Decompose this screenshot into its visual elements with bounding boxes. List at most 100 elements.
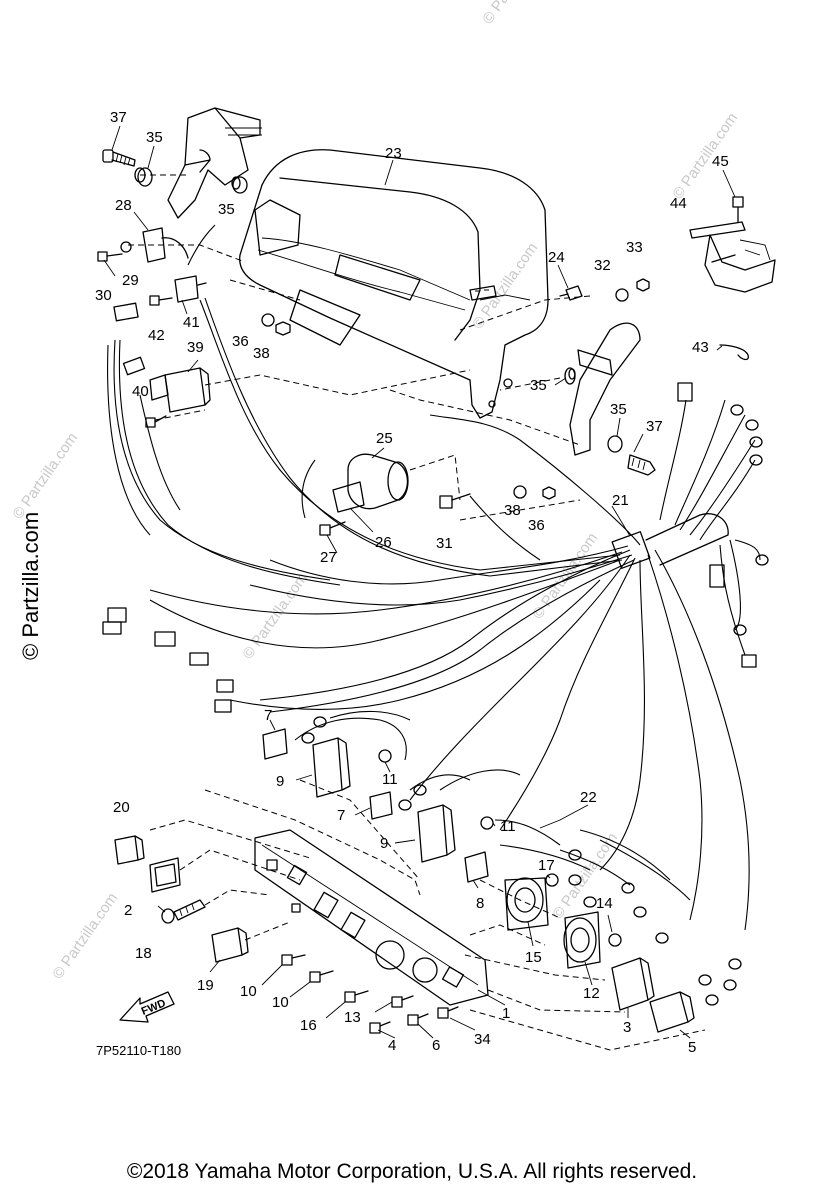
callout-15: 15 bbox=[525, 949, 542, 966]
connector-icon bbox=[659, 382, 761, 668]
ground-bolt-icon bbox=[319, 485, 556, 536]
forward-label: FWD bbox=[140, 997, 168, 1018]
circuit-breaker-part-8 bbox=[464, 851, 489, 883]
harness-sleeve bbox=[611, 531, 651, 569]
outlet-part-12 bbox=[563, 911, 601, 969]
callout-5: 5 bbox=[688, 1039, 696, 1056]
callout-2: 2 bbox=[124, 902, 132, 919]
callout-23: 23 bbox=[385, 145, 402, 162]
receptacle-part-9 bbox=[312, 737, 456, 863]
module-part-5 bbox=[649, 991, 695, 1033]
callout-34: 34 bbox=[474, 1031, 491, 1048]
forward-arrow-icon: FWD bbox=[119, 991, 175, 1023]
callout-14: 14 bbox=[596, 895, 613, 912]
connector-icon bbox=[113, 302, 146, 376]
callout-8: 8 bbox=[476, 895, 484, 912]
watermark-text: © Partzilla.com bbox=[9, 430, 81, 523]
cable-part-18 bbox=[161, 899, 206, 924]
right-mount-bracket bbox=[564, 322, 656, 476]
callout-4: 4 bbox=[388, 1037, 396, 1054]
meter-part-2 bbox=[149, 857, 181, 893]
callout-7: 7 bbox=[264, 707, 272, 724]
callout-36: 36 bbox=[232, 333, 249, 350]
grommet-icon bbox=[134, 167, 248, 194]
callout-24: 24 bbox=[548, 249, 565, 266]
callout-38: 38 bbox=[253, 345, 270, 362]
callout-9: 9 bbox=[380, 835, 388, 852]
callout-3: 3 bbox=[623, 1019, 631, 1036]
callout-31: 31 bbox=[436, 535, 453, 552]
callout-42: 42 bbox=[148, 327, 165, 344]
callout-27: 27 bbox=[320, 549, 337, 566]
copyright-notice: ©2018 Yamaha Motor Corporation, U.S.A. A… bbox=[126, 1160, 698, 1183]
terminal-ring-icon bbox=[301, 716, 742, 1006]
callout-18: 18 bbox=[135, 945, 152, 962]
callout-22: 22 bbox=[580, 789, 597, 806]
callout-37: 37 bbox=[646, 418, 663, 435]
callout-17: 17 bbox=[538, 857, 555, 874]
callout-39: 39 bbox=[187, 339, 204, 356]
outlet-part-15 bbox=[504, 877, 549, 931]
watermark-text: © Partzilla.com bbox=[239, 570, 311, 663]
clip-part-43 bbox=[719, 344, 749, 361]
relay-part-41 bbox=[174, 275, 207, 303]
callout-41: 41 bbox=[183, 314, 200, 331]
leader-lines bbox=[103, 125, 736, 1039]
callout-29: 29 bbox=[122, 272, 139, 289]
screw-icon bbox=[97, 241, 173, 428]
switch-wires bbox=[294, 710, 691, 901]
diagram-code: 7P52110-T180 bbox=[96, 1043, 181, 1058]
callout-40: 40 bbox=[132, 383, 149, 400]
callout-45: 45 bbox=[712, 153, 729, 170]
callout-labels: 37 35 35 23 45 44 28 29 30 42 41 36 38 3… bbox=[95, 109, 729, 1056]
callout-33: 33 bbox=[626, 239, 643, 256]
callout-25: 25 bbox=[376, 430, 393, 447]
clip-part-28 bbox=[142, 227, 189, 263]
bracket-part-23 bbox=[239, 149, 549, 419]
nut-icon bbox=[261, 313, 291, 336]
relay-part-39 bbox=[149, 367, 211, 413]
callout-10: 10 bbox=[240, 983, 257, 1000]
watermark-text: © Partzilla.com bbox=[479, 0, 551, 27]
side-watermark: © Partzilla.com bbox=[18, 512, 43, 660]
switch-part-19 bbox=[211, 927, 249, 963]
bracket-part-44 bbox=[689, 196, 776, 293]
terminal-ring-icon bbox=[730, 404, 769, 636]
callout-43: 43 bbox=[692, 339, 709, 356]
callout-12: 12 bbox=[583, 985, 600, 1002]
sensor-part-24 bbox=[559, 285, 583, 301]
washer-icon bbox=[615, 278, 650, 302]
watermark-text: © Partzilla.com bbox=[49, 890, 121, 983]
connector-icon bbox=[102, 607, 234, 713]
callout-13: 13 bbox=[344, 1009, 361, 1026]
callout-19: 19 bbox=[197, 977, 214, 994]
screw-icon bbox=[281, 954, 459, 1034]
assembly-dash-lines bbox=[128, 174, 706, 1051]
callout-9: 9 bbox=[276, 773, 284, 790]
callout-38: 38 bbox=[504, 502, 521, 519]
circuit-breaker-part-7 bbox=[262, 728, 393, 820]
bolt-icon bbox=[102, 149, 136, 167]
callout-35: 35 bbox=[146, 129, 163, 146]
callout-28: 28 bbox=[115, 197, 132, 214]
callout-35: 35 bbox=[610, 401, 627, 418]
callout-20: 20 bbox=[113, 799, 130, 816]
callout-37: 37 bbox=[110, 109, 127, 126]
callout-44: 44 bbox=[670, 195, 687, 212]
callout-7: 7 bbox=[337, 807, 345, 824]
watermarks: © Partzilla.com © Partzilla.com © Partzi… bbox=[9, 0, 741, 982]
callout-36: 36 bbox=[528, 517, 545, 534]
callout-35: 35 bbox=[218, 201, 235, 218]
callout-32: 32 bbox=[594, 257, 611, 274]
washer-icon bbox=[378, 749, 622, 947]
left-mount-bracket bbox=[167, 107, 262, 219]
switch-part-20 bbox=[114, 835, 145, 865]
callout-26: 26 bbox=[375, 534, 392, 551]
callout-11: 11 bbox=[382, 771, 398, 788]
front-panel-part-1 bbox=[254, 829, 489, 1006]
callout-35: 35 bbox=[530, 377, 547, 394]
callout-1: 1 bbox=[502, 1005, 510, 1022]
module-part-3 bbox=[611, 957, 655, 1011]
callout-21: 21 bbox=[612, 492, 629, 509]
